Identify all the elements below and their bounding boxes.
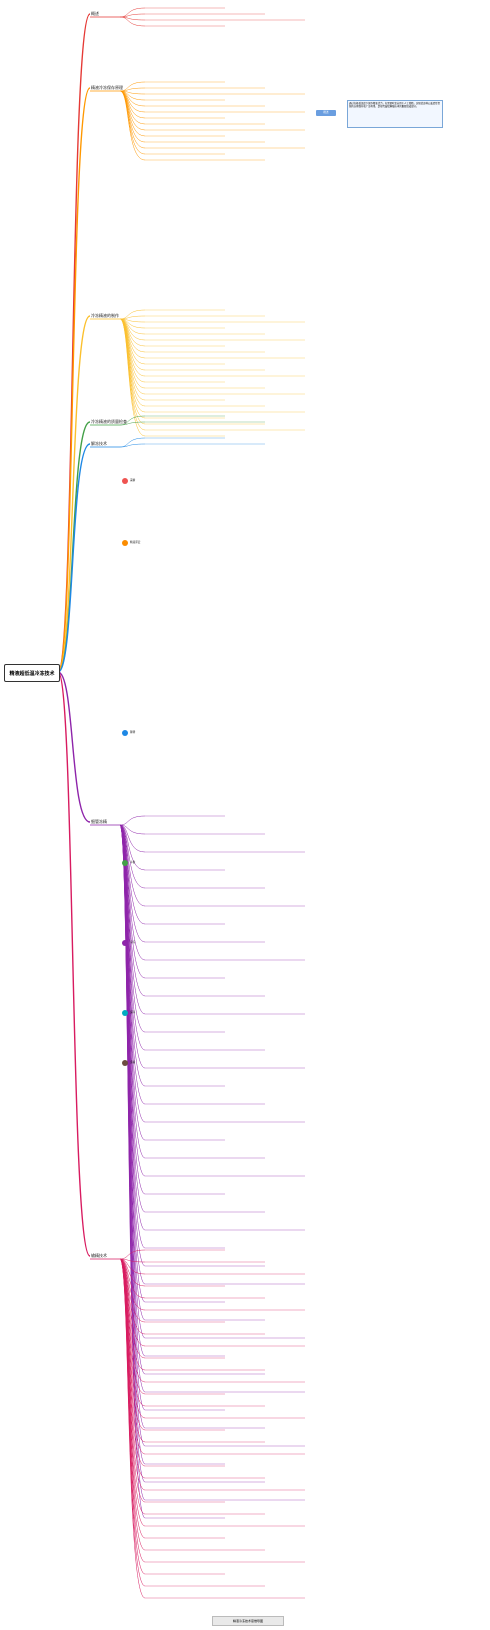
sub-connector: [119, 318, 146, 389]
sub-connector: [119, 1249, 146, 1260]
sub-connector: [119, 90, 146, 149]
sub-connector: [119, 7, 146, 18]
sub-connector: [119, 16, 146, 21]
sub-connector: [119, 16, 146, 27]
section-label[interactable]: 保存: [130, 1011, 136, 1014]
branch-label[interactable]: 冷冻精液的制作: [91, 313, 119, 318]
sub-connector: [119, 90, 146, 155]
section-label[interactable]: 运输: [130, 1061, 136, 1064]
branch-connector: [57, 671, 91, 1257]
branch-connector: [57, 443, 91, 673]
section-icon: [122, 540, 128, 546]
section-icon: [122, 940, 128, 946]
branch-connector: [57, 87, 91, 673]
sub-connector: [119, 437, 146, 448]
section-label[interactable]: 精液评定: [130, 541, 141, 544]
branch-connector: [57, 671, 91, 823]
section-label[interactable]: 平衡: [130, 861, 136, 864]
sub-connector: [119, 824, 146, 889]
branch-label[interactable]: 输精技术: [91, 1253, 107, 1258]
section-label[interactable]: 稀释: [130, 731, 136, 734]
section-icon: [122, 730, 128, 736]
sub-connector: [119, 1258, 146, 1599]
footer-caption: 精液冷冻技术思维导图: [212, 1616, 284, 1626]
sub-connector: [119, 13, 146, 18]
sub-connector: [119, 443, 146, 448]
sub-connector: [119, 81, 146, 92]
branch-label[interactable]: 冷冻精液的质量检查: [91, 419, 127, 424]
branch-label[interactable]: 解冻技术: [91, 441, 107, 446]
branch-label[interactable]: 概述: [91, 11, 99, 16]
sub-connector: [119, 87, 146, 92]
root-node[interactable]: 精液超低温冷冻技术: [4, 664, 60, 682]
section-label[interactable]: 冷冻: [130, 941, 136, 944]
section-icon: [122, 860, 128, 866]
sub-connector: [119, 90, 146, 161]
sub-connector: [119, 815, 146, 826]
branch-label[interactable]: 精液冷冻保存原理: [91, 85, 123, 90]
section-label[interactable]: 采精: [130, 479, 136, 482]
branch-connector: [57, 315, 91, 673]
sub-connector: [119, 315, 146, 320]
overview-note: 通过在极低温度下保存精液活力，在需要时复苏用于人工授精，实现优良种公畜遗传资源的…: [347, 100, 443, 128]
sub-connector: [119, 421, 146, 426]
section-icon: [122, 1060, 128, 1066]
overview-badge[interactable]: 概述: [316, 110, 336, 116]
sub-connector: [119, 318, 146, 383]
sub-connector: [119, 309, 146, 320]
branch-label[interactable]: 细管冻精: [91, 819, 107, 824]
section-icon: [122, 478, 128, 484]
section-icon: [122, 1010, 128, 1016]
